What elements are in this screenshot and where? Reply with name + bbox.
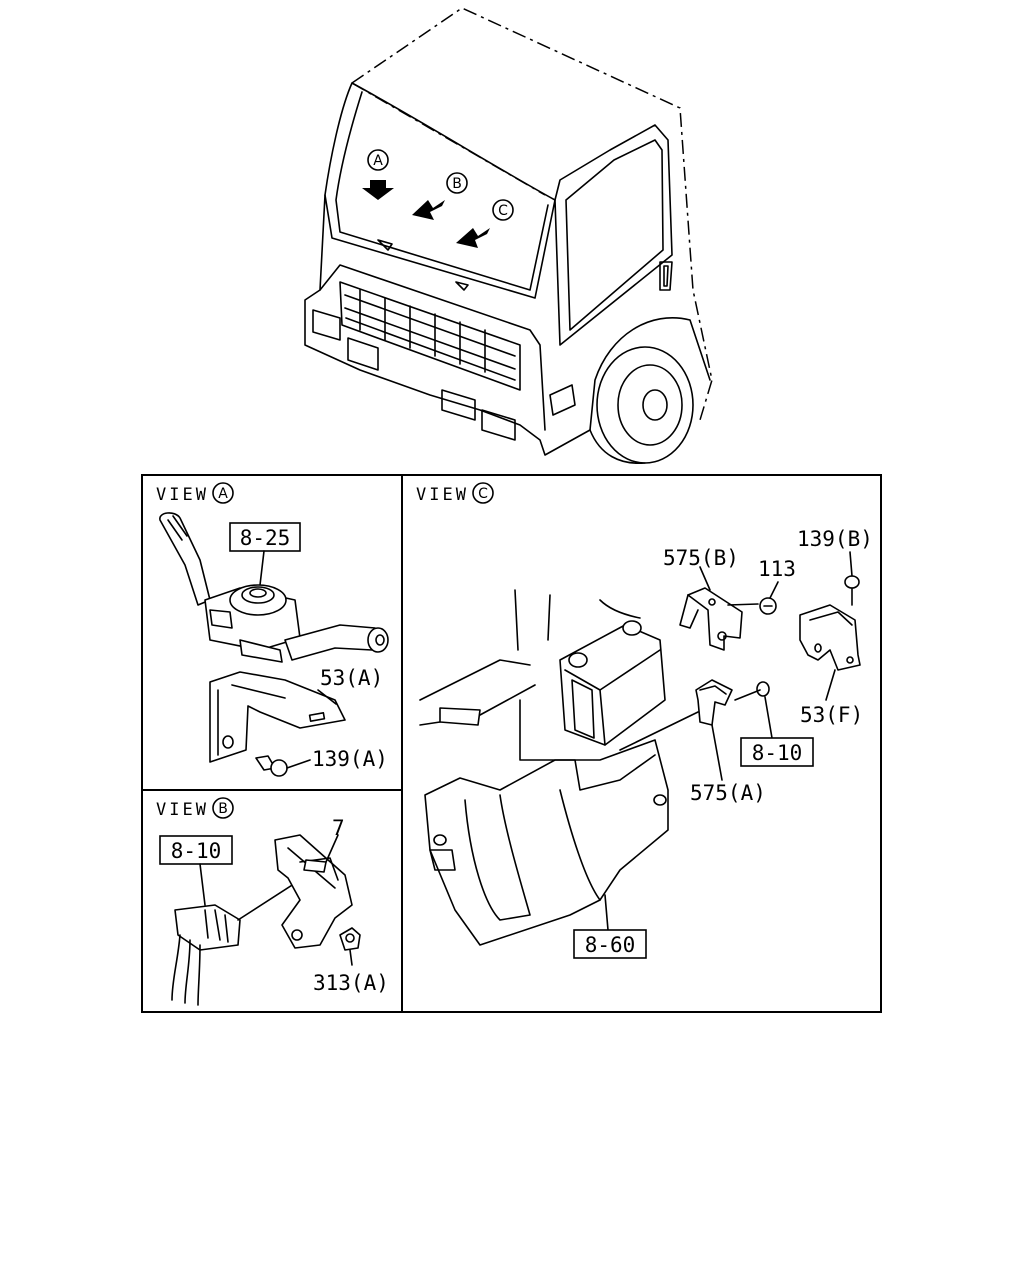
label-53f: 53(F) [800,703,863,727]
bracket-575a [619,679,770,751]
view-a-title: VIEW [156,485,209,505]
bracket-575b [679,587,743,651]
bracket-53f [799,604,861,671]
view-c-marker: C [478,486,488,502]
label-575b: 575(B) [663,546,739,570]
ref-box-8-60-label: 8-60 [585,933,636,957]
label-313a: 313(A) [313,971,389,995]
view-marker-c: C [456,199,514,248]
ref-box-8-10-c-label: 8-10 [752,741,803,765]
view-a-marker: A [218,486,228,502]
combination-switch [159,512,389,663]
label-7: 7 [332,816,345,840]
bolt-139a [255,755,288,777]
view-b-title: VIEW [156,800,209,820]
view-marker-a: A [362,149,394,200]
ref-box-8-10-b-label: 8-10 [171,839,222,863]
ref-box-8-10-c [740,737,814,767]
view-marker-b: B [412,172,468,220]
label-53a: 53(A) [320,666,383,690]
view-c-panel: VIEW C 8-60 [416,482,873,959]
views-frame [141,474,882,1013]
view-a-panel: VIEW A 8-25 53(A) [156,482,389,777]
arrow-down-icon [362,180,394,200]
arrow-down-left-icon [412,200,445,220]
ref-box-8-25-label: 8-25 [240,526,291,550]
svg-text:B: B [452,176,462,192]
truck-cab-illustration [304,7,713,465]
svg-text:A: A [373,153,383,169]
ref-box-8-10-b [159,835,233,865]
label-113: 113 [758,557,796,581]
screw-113 [727,597,777,615]
dash-structure [419,589,641,726]
ref-box-8-25 [229,522,301,552]
control-unit-lower [424,699,669,946]
bolt-139b [844,575,860,606]
arrow-down-left-icon [456,228,490,248]
view-b-panel: VIEW B 8-10 7 313(A) [156,797,389,1006]
label-139a: 139(A) [312,747,388,771]
bracket-7 [274,834,353,949]
label-139b: 139(B) [797,527,873,551]
connector-harness [171,879,301,1006]
view-c-title: VIEW [416,485,469,505]
svg-text:C: C [498,203,508,219]
nut-313a [339,927,361,951]
control-unit-upper [559,620,666,746]
ref-box-8-60 [573,929,647,959]
bracket-53a [209,671,346,763]
label-575a: 575(A) [690,781,766,805]
view-b-marker: B [218,801,228,817]
